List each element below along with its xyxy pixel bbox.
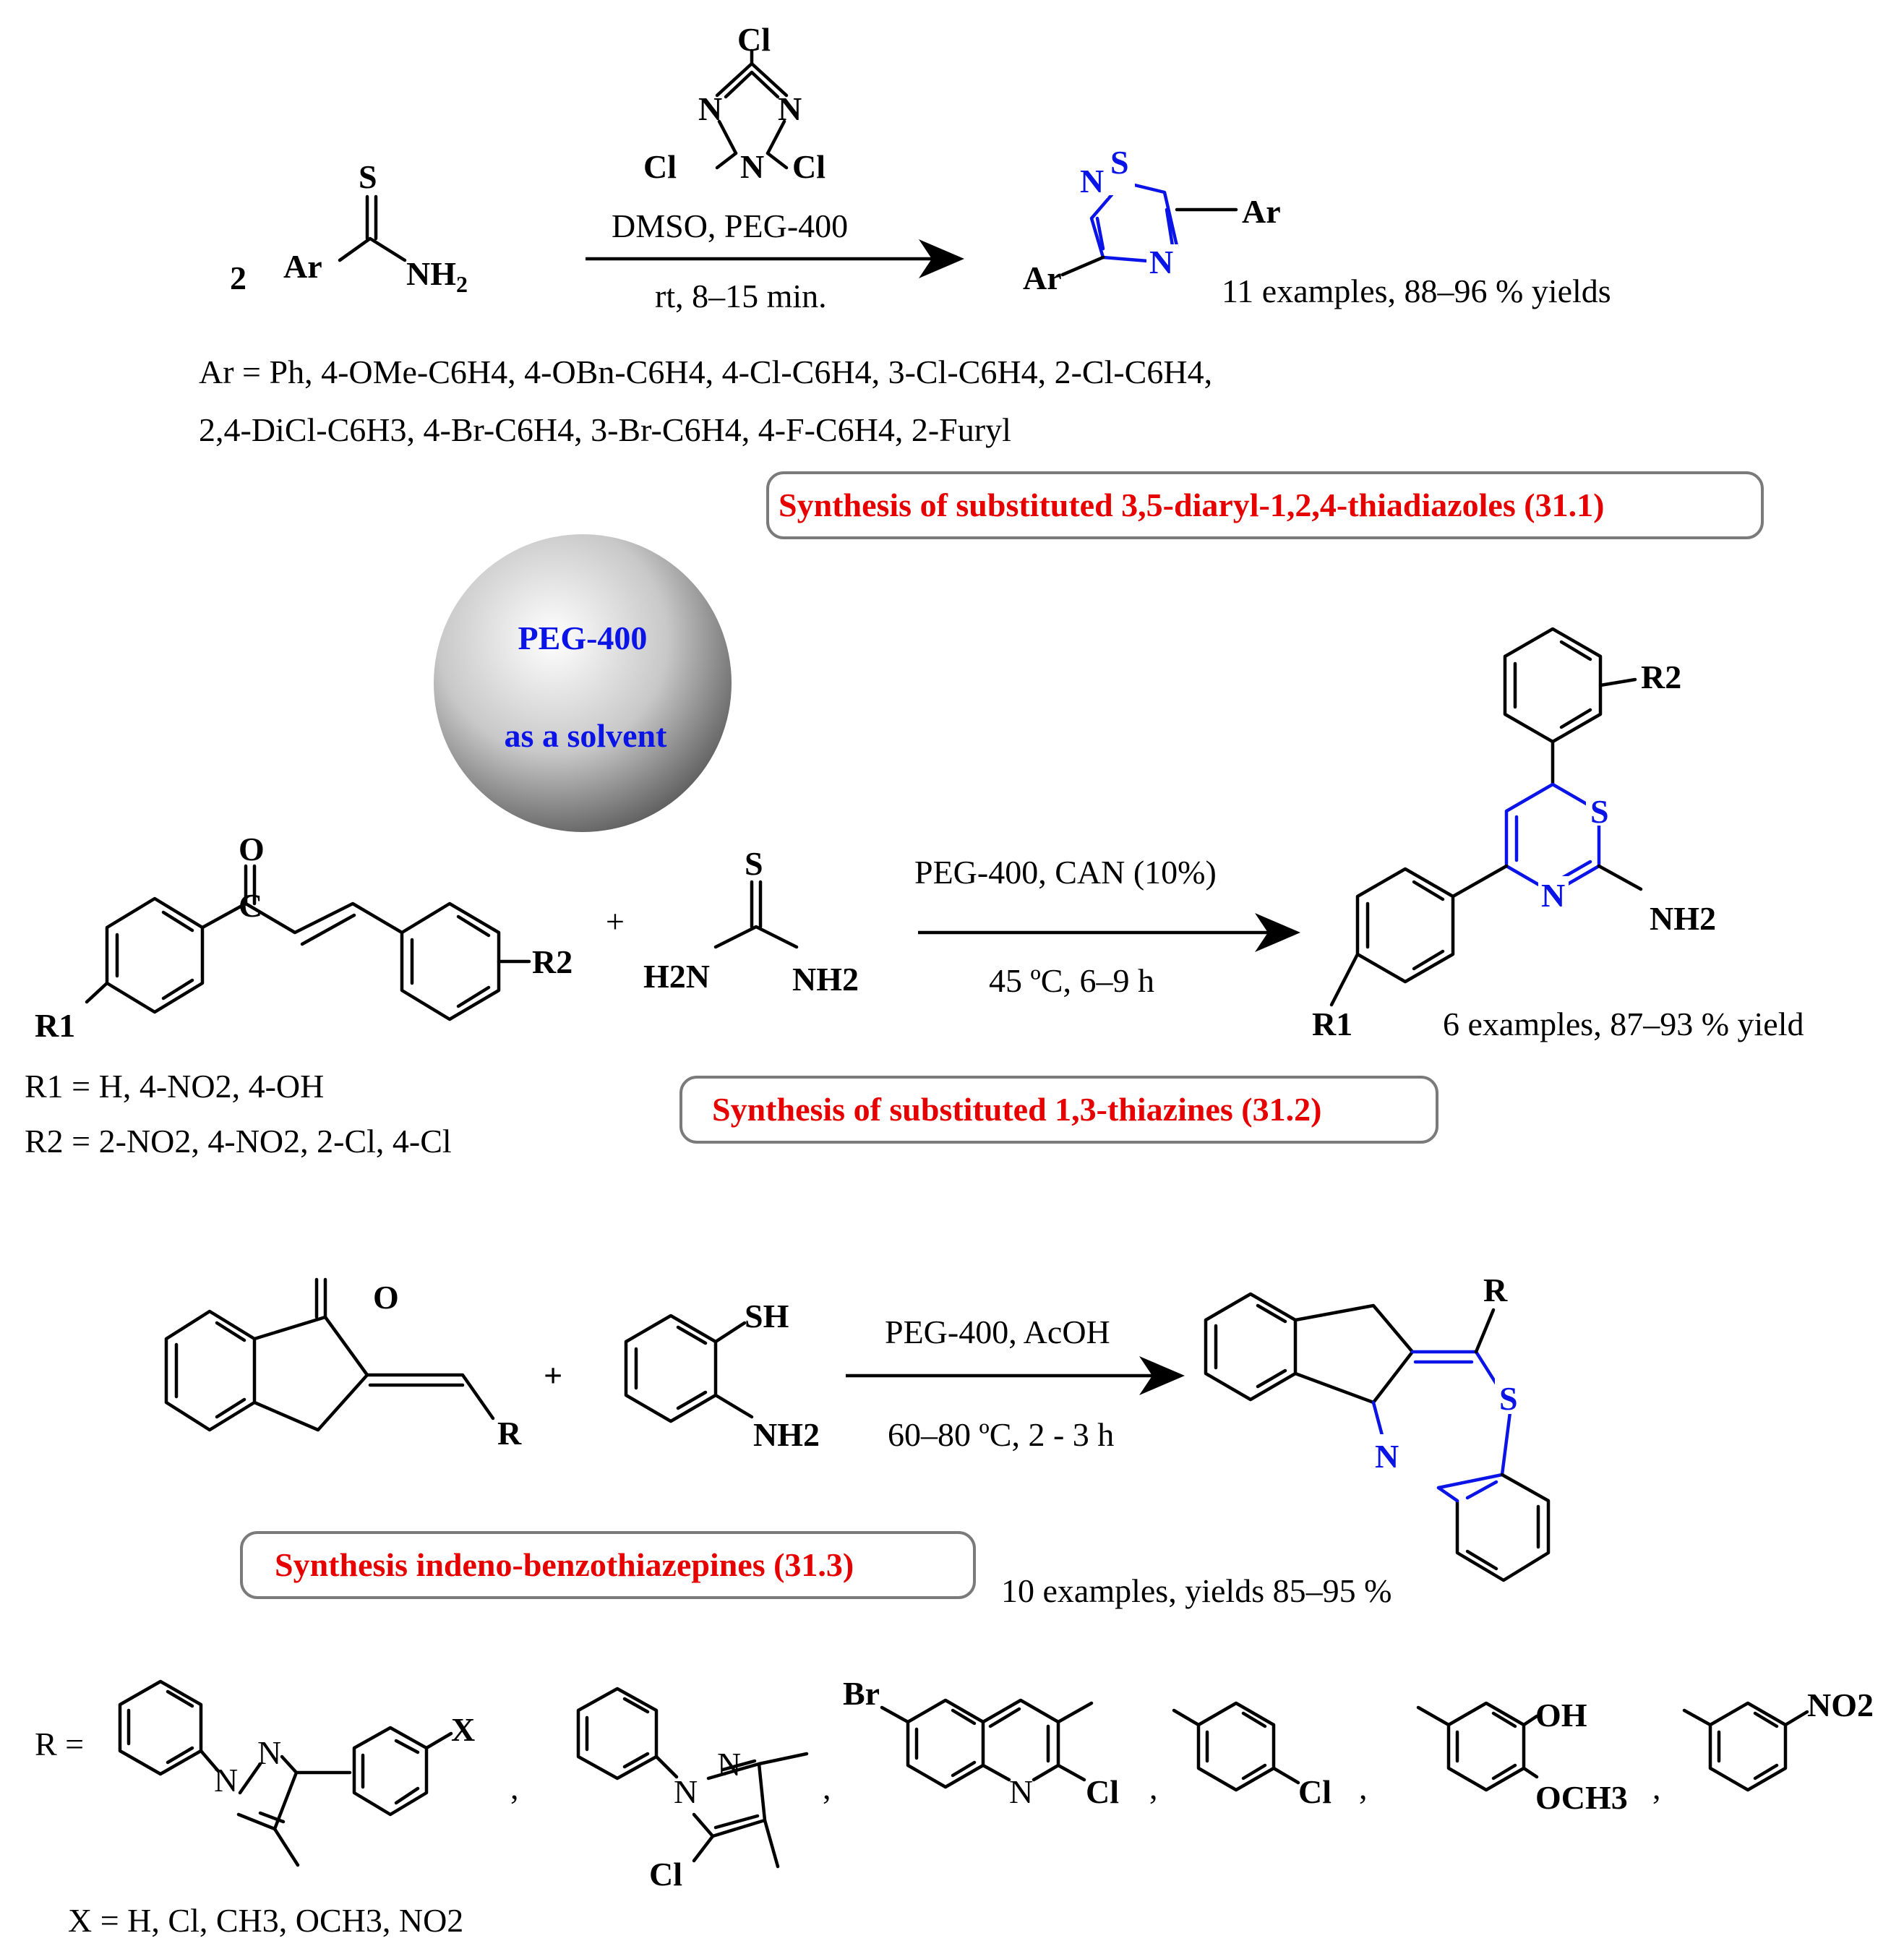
r3-condition-top: PEG-400, AcOH: [885, 1314, 1110, 1350]
pyrazole2-cl: Cl: [649, 1856, 682, 1893]
thiadiazole-s: S: [1110, 144, 1129, 181]
thiadiazole-n4: N: [1149, 244, 1173, 280]
r-group-guaiacyl: OH OCH3: [1416, 1697, 1628, 1816]
r2-condition-top: PEG-400, CAN (10%): [914, 854, 1217, 891]
r2-r2-line: R2 = 2-NO2, 4-NO2, 2-Cl, 4-Cl: [25, 1123, 452, 1160]
r1-title-box: [766, 471, 1764, 539]
pyrazole1-n2: N: [257, 1734, 281, 1771]
r2-title: Synthesis of substituted 1,3-thiazines (…: [712, 1091, 1321, 1128]
aminothiophenol-sh: SH: [745, 1298, 789, 1334]
x-substituents: X = H, Cl, CH3, OCH3, NO2: [68, 1902, 463, 1939]
r1-yield: 11 examples, 88–96 % yields: [1222, 273, 1611, 309]
benzylidene-indanone: O R: [164, 1277, 522, 1452]
thiourea-s: S: [745, 845, 763, 882]
r-group-chloropyrazole: N N Cl: [576, 1687, 809, 1893]
r1-scope-line2: 2,4-DiCl-C6H3, 4-Br-C6H4, 3-Br-C6H4, 4-F…: [199, 411, 1011, 448]
triazine-cl-right: Cl: [792, 148, 826, 185]
thiadiazole-ar3: Ar: [1023, 260, 1062, 296]
cyanuric-chloride: Cl N N Cl N Cl: [643, 21, 826, 185]
thiazine-s: S: [1590, 793, 1609, 830]
guaiacyl-oh: OH: [1535, 1697, 1587, 1734]
pyrazole2-n1: N: [674, 1773, 698, 1810]
thiazine-r1: R1: [1312, 1006, 1352, 1042]
thioamide: 2 S Ar NH2: [230, 158, 468, 297]
triazine-n-left: N: [698, 90, 722, 127]
separator-3: ,: [1149, 1769, 1158, 1806]
sphere: [434, 534, 732, 832]
indanone-r: R: [497, 1415, 522, 1452]
r1-title: Synthesis of substituted 3,5-diaryl-1,2,…: [779, 487, 1604, 523]
sphere-line1: PEG-400: [518, 620, 648, 656]
chalcone-r1: R1: [35, 1007, 75, 1044]
pyrazole1-x: X: [451, 1711, 475, 1748]
chalcone-r2: R2: [532, 943, 573, 980]
separator-5: ,: [1652, 1769, 1661, 1806]
coefficient-2: 2: [230, 260, 246, 296]
r-group-definitions: R = N N X X = H, Cl, CH3, OCH3, NO2 , N: [35, 1675, 1874, 1939]
thiadiazole-ar5: Ar: [1242, 193, 1281, 230]
triazine-cl-top: Cl: [737, 21, 771, 58]
r-group-pyrazole-aryl: N N X: [118, 1679, 475, 1867]
separator-2: ,: [823, 1769, 831, 1806]
chalcone: O C R1 R2: [35, 831, 573, 1044]
r1-condition-bottom: rt, 8–15 min.: [655, 278, 827, 314]
separator-4: ,: [1359, 1769, 1368, 1806]
reaction-1: Cl N N Cl N Cl 2 S Ar NH2 DMSO, PEG-400 …: [199, 21, 1764, 539]
triazine-cl-left: Cl: [643, 148, 677, 185]
aminothiophenol-nh2: NH2: [753, 1416, 820, 1453]
benzothiazepine-r: R: [1483, 1272, 1508, 1308]
triazine-n-right: N: [778, 90, 802, 127]
r3-plus: +: [544, 1357, 562, 1394]
r1-scope-line1: Ar = Ph, 4-OMe-C6H4, 4-OBn-C6H4, 4-Cl-C6…: [199, 353, 1212, 390]
r2-r1-line: R1 = H, 4-NO2, 4-OH: [25, 1068, 324, 1105]
separator-1: ,: [510, 1769, 519, 1806]
peg-solvent-sphere: PEG-400 as a solvent: [434, 534, 732, 832]
r2-title-box: [679, 1076, 1438, 1144]
chlorophenyl-cl: Cl: [1298, 1773, 1331, 1810]
thiazine-product: R2 S N NH2 R1: [1312, 627, 1716, 1042]
thioamide-ar: Ar: [283, 248, 322, 285]
benzothiazepine-n: N: [1375, 1438, 1399, 1475]
pyrazole2-n2: N: [717, 1746, 741, 1783]
r3-condition-bottom: 60–80 ºC, 2 - 3 h: [888, 1416, 1114, 1453]
aminothiophenol: SH NH2: [624, 1298, 820, 1453]
thiourea-h2n: H2N: [643, 958, 710, 995]
thiazine-n: N: [1541, 877, 1565, 914]
r2-yield: 6 examples, 87–93 % yield: [1443, 1006, 1804, 1042]
r-group-quinoline: Br N Cl: [843, 1675, 1119, 1810]
chalcone-c: C: [239, 887, 262, 924]
triazine-n-bottom: N: [740, 148, 764, 185]
r2-condition-bottom: 45 ºC, 6–9 h: [989, 962, 1154, 999]
quinoline-cl: Cl: [1086, 1773, 1119, 1810]
indanone-o: O: [373, 1279, 399, 1316]
thiadiazole-n2: N: [1080, 163, 1104, 200]
thiazine-r2: R2: [1641, 659, 1681, 695]
reaction-2: O C R1 R2 + S H2N NH2 PEG-400, CAN (10%)…: [25, 627, 1804, 1160]
thioamide-s: S: [359, 158, 377, 195]
r3-title: Synthesis indeno-benzothiazepines (31.3): [275, 1546, 854, 1583]
r-group-4-chlorophenyl: Cl: [1172, 1701, 1331, 1810]
thioamide-nh: NH2: [406, 255, 468, 297]
sphere-line2: as a solvent: [505, 717, 668, 754]
pyrazole1-n1: N: [214, 1762, 238, 1799]
guaiacyl-och3: OCH3: [1535, 1779, 1628, 1816]
r-equals-label: R =: [35, 1726, 84, 1762]
r-group-3-nitrophenyl: NO2: [1682, 1687, 1874, 1792]
thiourea-nh2: NH2: [792, 961, 859, 998]
r1-condition-top: DMSO, PEG-400: [612, 207, 848, 244]
thiadiazole-product: S N Ar Ar N: [1023, 144, 1281, 296]
quinoline-br: Br: [843, 1675, 880, 1712]
r3-yield: 10 examples, yields 85–95 %: [1001, 1572, 1391, 1609]
thiazine-nh2: NH2: [1650, 900, 1716, 937]
chalcone-o: O: [239, 831, 265, 867]
r3-title-box: [240, 1531, 976, 1599]
quinoline-n: N: [1009, 1773, 1033, 1810]
nitrophenyl-no2: NO2: [1807, 1687, 1874, 1723]
reaction-3: O R + SH NH2 PEG-400, AcOH 60–80 ºC, 2 -…: [164, 1272, 1551, 1609]
benzothiazepine-s: S: [1499, 1380, 1518, 1417]
indeno-benzothiazepine-product: R S N: [1204, 1272, 1551, 1582]
thiourea: S H2N NH2: [643, 845, 859, 998]
r2-plus: +: [606, 903, 625, 940]
